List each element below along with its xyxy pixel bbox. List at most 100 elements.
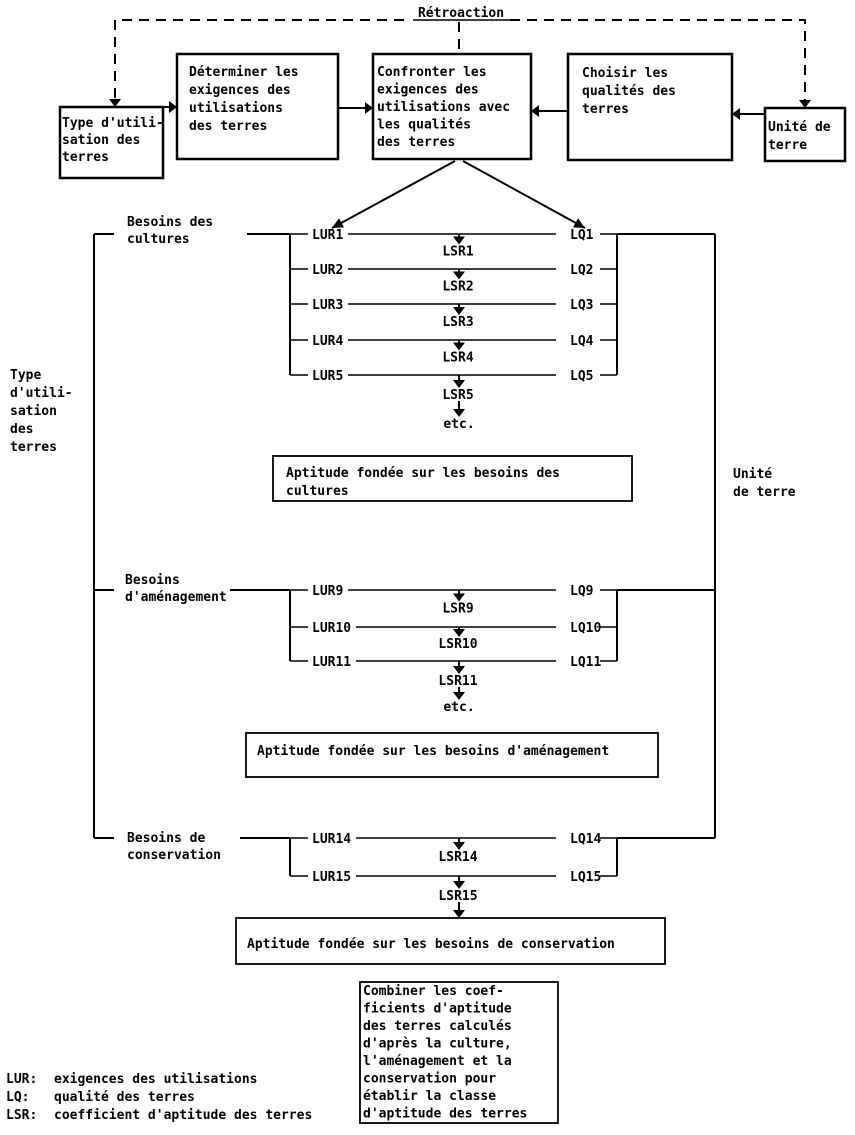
feedback-arrow-icon [109, 99, 121, 107]
compare-text: les qualités [377, 118, 471, 133]
choose-qualities-text: qualités des [582, 84, 676, 99]
legend-abbr: LUR: [6, 1072, 37, 1087]
group-conservation-label: Besoins de [127, 831, 205, 846]
lur-label: LUR1 [312, 228, 343, 243]
left-side-label: sation [10, 404, 57, 419]
lur-label: LUR11 [312, 655, 351, 670]
flow-arrow-icon [169, 101, 177, 113]
determine-requirements-text: Déterminer les [189, 65, 299, 80]
lq-label: LQ5 [570, 369, 593, 384]
group-management-label: d'aménagement [125, 590, 227, 605]
combine-box-text: d'après la culture, [363, 1037, 512, 1052]
compare-text: exigences des [377, 83, 479, 98]
lq-label: LQ1 [570, 228, 594, 243]
land-use-type-box [58, 105, 165, 180]
group-crops-label: cultures [127, 232, 190, 247]
lur-label: LUR5 [312, 369, 343, 384]
determine-requirements-box [175, 52, 340, 161]
compare-box [371, 52, 533, 161]
left-side-label: d'utili- [10, 386, 73, 401]
lur-label: LUR15 [312, 870, 351, 885]
group-crops-result-text: cultures [286, 484, 349, 499]
feedback-label: Rétroaction [418, 6, 504, 21]
combine-box-text: l'aménagement et la [363, 1054, 512, 1069]
lur-label: LUR3 [312, 298, 343, 313]
land-use-type-text: Type d'utili- [62, 116, 164, 131]
flow-arrow-icon [365, 102, 373, 114]
group-management-label: Besoins [125, 573, 180, 588]
lq-label: LQ11 [570, 655, 601, 670]
choose-qualities-text: terres [582, 102, 629, 117]
lur-label: LUR9 [312, 584, 343, 599]
flow-arrow-icon [732, 108, 740, 120]
left-side-label: des [10, 422, 33, 437]
determine-requirements-text: utilisations [189, 101, 283, 116]
lsr-arrow-icon [453, 342, 465, 351]
lsr-label: LSR3 [442, 315, 473, 330]
choose-qualities-box [566, 52, 734, 162]
group-crops-result-text: Aptitude fondée sur les besoins des [286, 466, 560, 481]
lur-label: LUR4 [312, 334, 343, 349]
lq-label: LQ4 [570, 334, 594, 349]
lsr-label: LSR14 [438, 850, 477, 865]
lsr-arrow-icon [453, 271, 465, 280]
land-use-type-text: terres [62, 150, 109, 165]
etc-label: etc. [443, 417, 474, 432]
right-side-label: Unité [733, 467, 772, 482]
lq-label: LQ9 [570, 584, 593, 599]
legend-text: qualité des terres [54, 1090, 195, 1105]
determine-requirements-text: exigences des [189, 83, 291, 98]
arrowhead-icon [573, 218, 585, 228]
left-side-label: Type [10, 368, 41, 383]
lsr-arrow-icon [453, 593, 465, 602]
lsr-label: LSR4 [442, 351, 473, 366]
feedback-dashed-line [510, 19, 806, 100]
land-unit-box [763, 106, 847, 163]
right-side-label: de terre [733, 485, 796, 500]
legend-abbr: LSR: [6, 1108, 37, 1123]
lsr-label: LSR5 [442, 388, 473, 403]
lq-label: LQ14 [570, 832, 601, 847]
lq-label: LQ3 [570, 298, 593, 313]
feedback-dashed-line [114, 19, 410, 98]
group-management-result-box [245, 732, 659, 778]
boxes [58, 52, 847, 1124]
diagonal-arrow-to-lur [331, 160, 456, 229]
lsr-arrow-icon [453, 666, 465, 674]
lq-label: LQ10 [570, 621, 601, 636]
group-conservation-result-text: Aptitude fondée sur les besoins de conse… [247, 937, 615, 952]
legend-text: exigences des utilisations [54, 1072, 258, 1087]
lsr-arrow-icon [453, 409, 465, 417]
compare-text: des terres [377, 135, 455, 150]
lur-label: LUR14 [312, 832, 351, 847]
diagonal-arrow-to-lq [462, 160, 586, 229]
lsr-arrow-icon [453, 307, 465, 315]
lq-label: LQ2 [570, 263, 593, 278]
flow-arrow-icon [531, 105, 539, 117]
connector-lines [93, 19, 811, 918]
arrowhead-icon [332, 218, 344, 228]
feedback-arrow-icon [799, 100, 811, 108]
compare-text: utilisations avec [377, 100, 510, 115]
combine-box-text: Combiner les coef- [363, 984, 504, 999]
lsr-label: LSR1 [442, 245, 473, 260]
lsr-arrow-icon [453, 629, 465, 637]
combine-box-text: conservation pour [363, 1072, 496, 1087]
combine-box [359, 981, 559, 1124]
lur-label: LUR2 [312, 263, 343, 278]
lsr-label: LSR2 [442, 280, 473, 295]
lsr-label: LSR15 [438, 889, 477, 904]
land-unit-text: Unité de [768, 120, 831, 135]
determine-requirements-text: des terres [189, 119, 267, 134]
legend-text: coefficient d'aptitude des terres [54, 1108, 312, 1123]
compare-text: Confronter les [377, 65, 487, 80]
lsr-arrow-icon [453, 910, 465, 918]
lsr-label: LSR9 [442, 602, 473, 617]
combine-box-text: d'aptitude des terres [363, 1107, 527, 1122]
lsr-arrow-icon [453, 236, 465, 245]
group-conservation-result-box [235, 917, 666, 965]
group-crops-label: Besoins des [127, 215, 213, 230]
lq-label: LQ15 [570, 870, 601, 885]
